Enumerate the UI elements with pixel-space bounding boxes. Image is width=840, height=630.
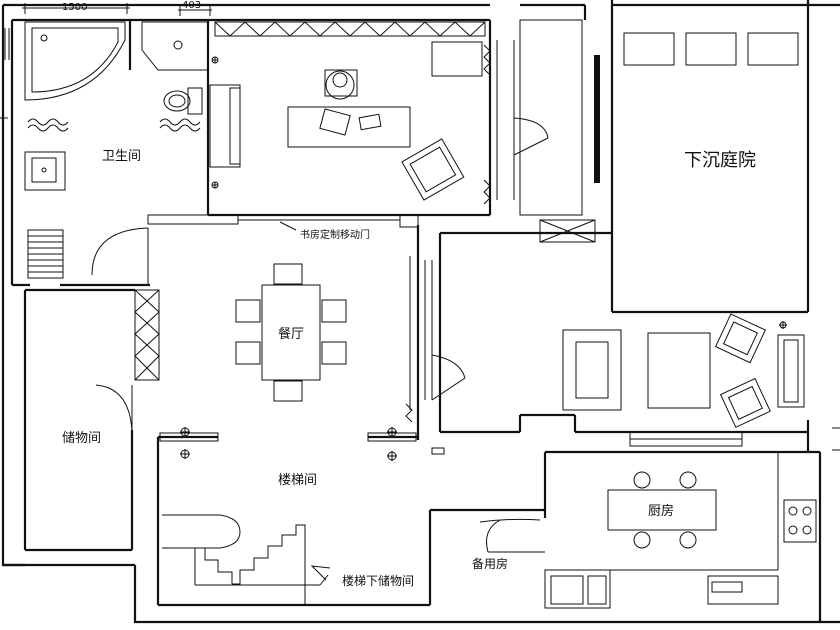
toilet	[163, 87, 203, 115]
study-armchair	[401, 138, 465, 201]
dim-1500: 1500	[62, 2, 87, 13]
living-armchair-bottom	[719, 377, 771, 428]
label-spare-room: 备用房	[472, 556, 508, 571]
dim-403: 403	[182, 0, 201, 11]
stairwell-room: 楼梯间 楼梯下储物间	[156, 427, 445, 607]
bathroom-room: 卫生间	[4, 18, 210, 287]
shower-stall	[141, 21, 209, 71]
study-room: 书房定制移动门	[147, 18, 492, 241]
sink-counter	[24, 151, 66, 191]
corridor	[496, 19, 600, 243]
dining-table	[261, 284, 321, 381]
living-sofa	[562, 329, 622, 411]
spare-room: 备用房	[430, 508, 547, 571]
staircase	[162, 514, 331, 605]
kitchen-room: 厨房	[543, 450, 817, 616]
storage-shelf	[134, 289, 160, 381]
coffee-table	[647, 332, 711, 409]
study-desk	[287, 106, 411, 148]
glass-partition	[594, 55, 600, 183]
label-dining: 餐厅	[278, 326, 304, 342]
storage-room: 储物间	[23, 288, 160, 552]
stove	[783, 499, 817, 543]
label-stair-room: 楼梯间	[278, 473, 317, 488]
dimension-annotations: 1500 403	[0, 0, 840, 451]
label-sunken-courtyard: 下沉庭院	[684, 150, 756, 171]
study-bookshelf	[214, 21, 486, 37]
study-chair	[324, 69, 358, 100]
living-room	[405, 225, 808, 447]
label-kitchen: 厨房	[648, 503, 674, 519]
label-bathroom: 卫生间	[102, 149, 141, 164]
kitchen-table	[607, 489, 717, 531]
label-storage: 储物间	[62, 431, 101, 446]
label-study-door: 书房定制移动门	[300, 228, 370, 241]
bathtub	[24, 21, 126, 101]
living-armchair-top	[714, 313, 766, 364]
courtyard-room: 下沉庭院	[610, 5, 808, 314]
label-under-stair: 楼梯下储物间	[342, 573, 414, 588]
radiator	[27, 229, 64, 279]
kitchen-appliances	[544, 569, 814, 616]
dining-area: 餐厅	[235, 263, 347, 402]
